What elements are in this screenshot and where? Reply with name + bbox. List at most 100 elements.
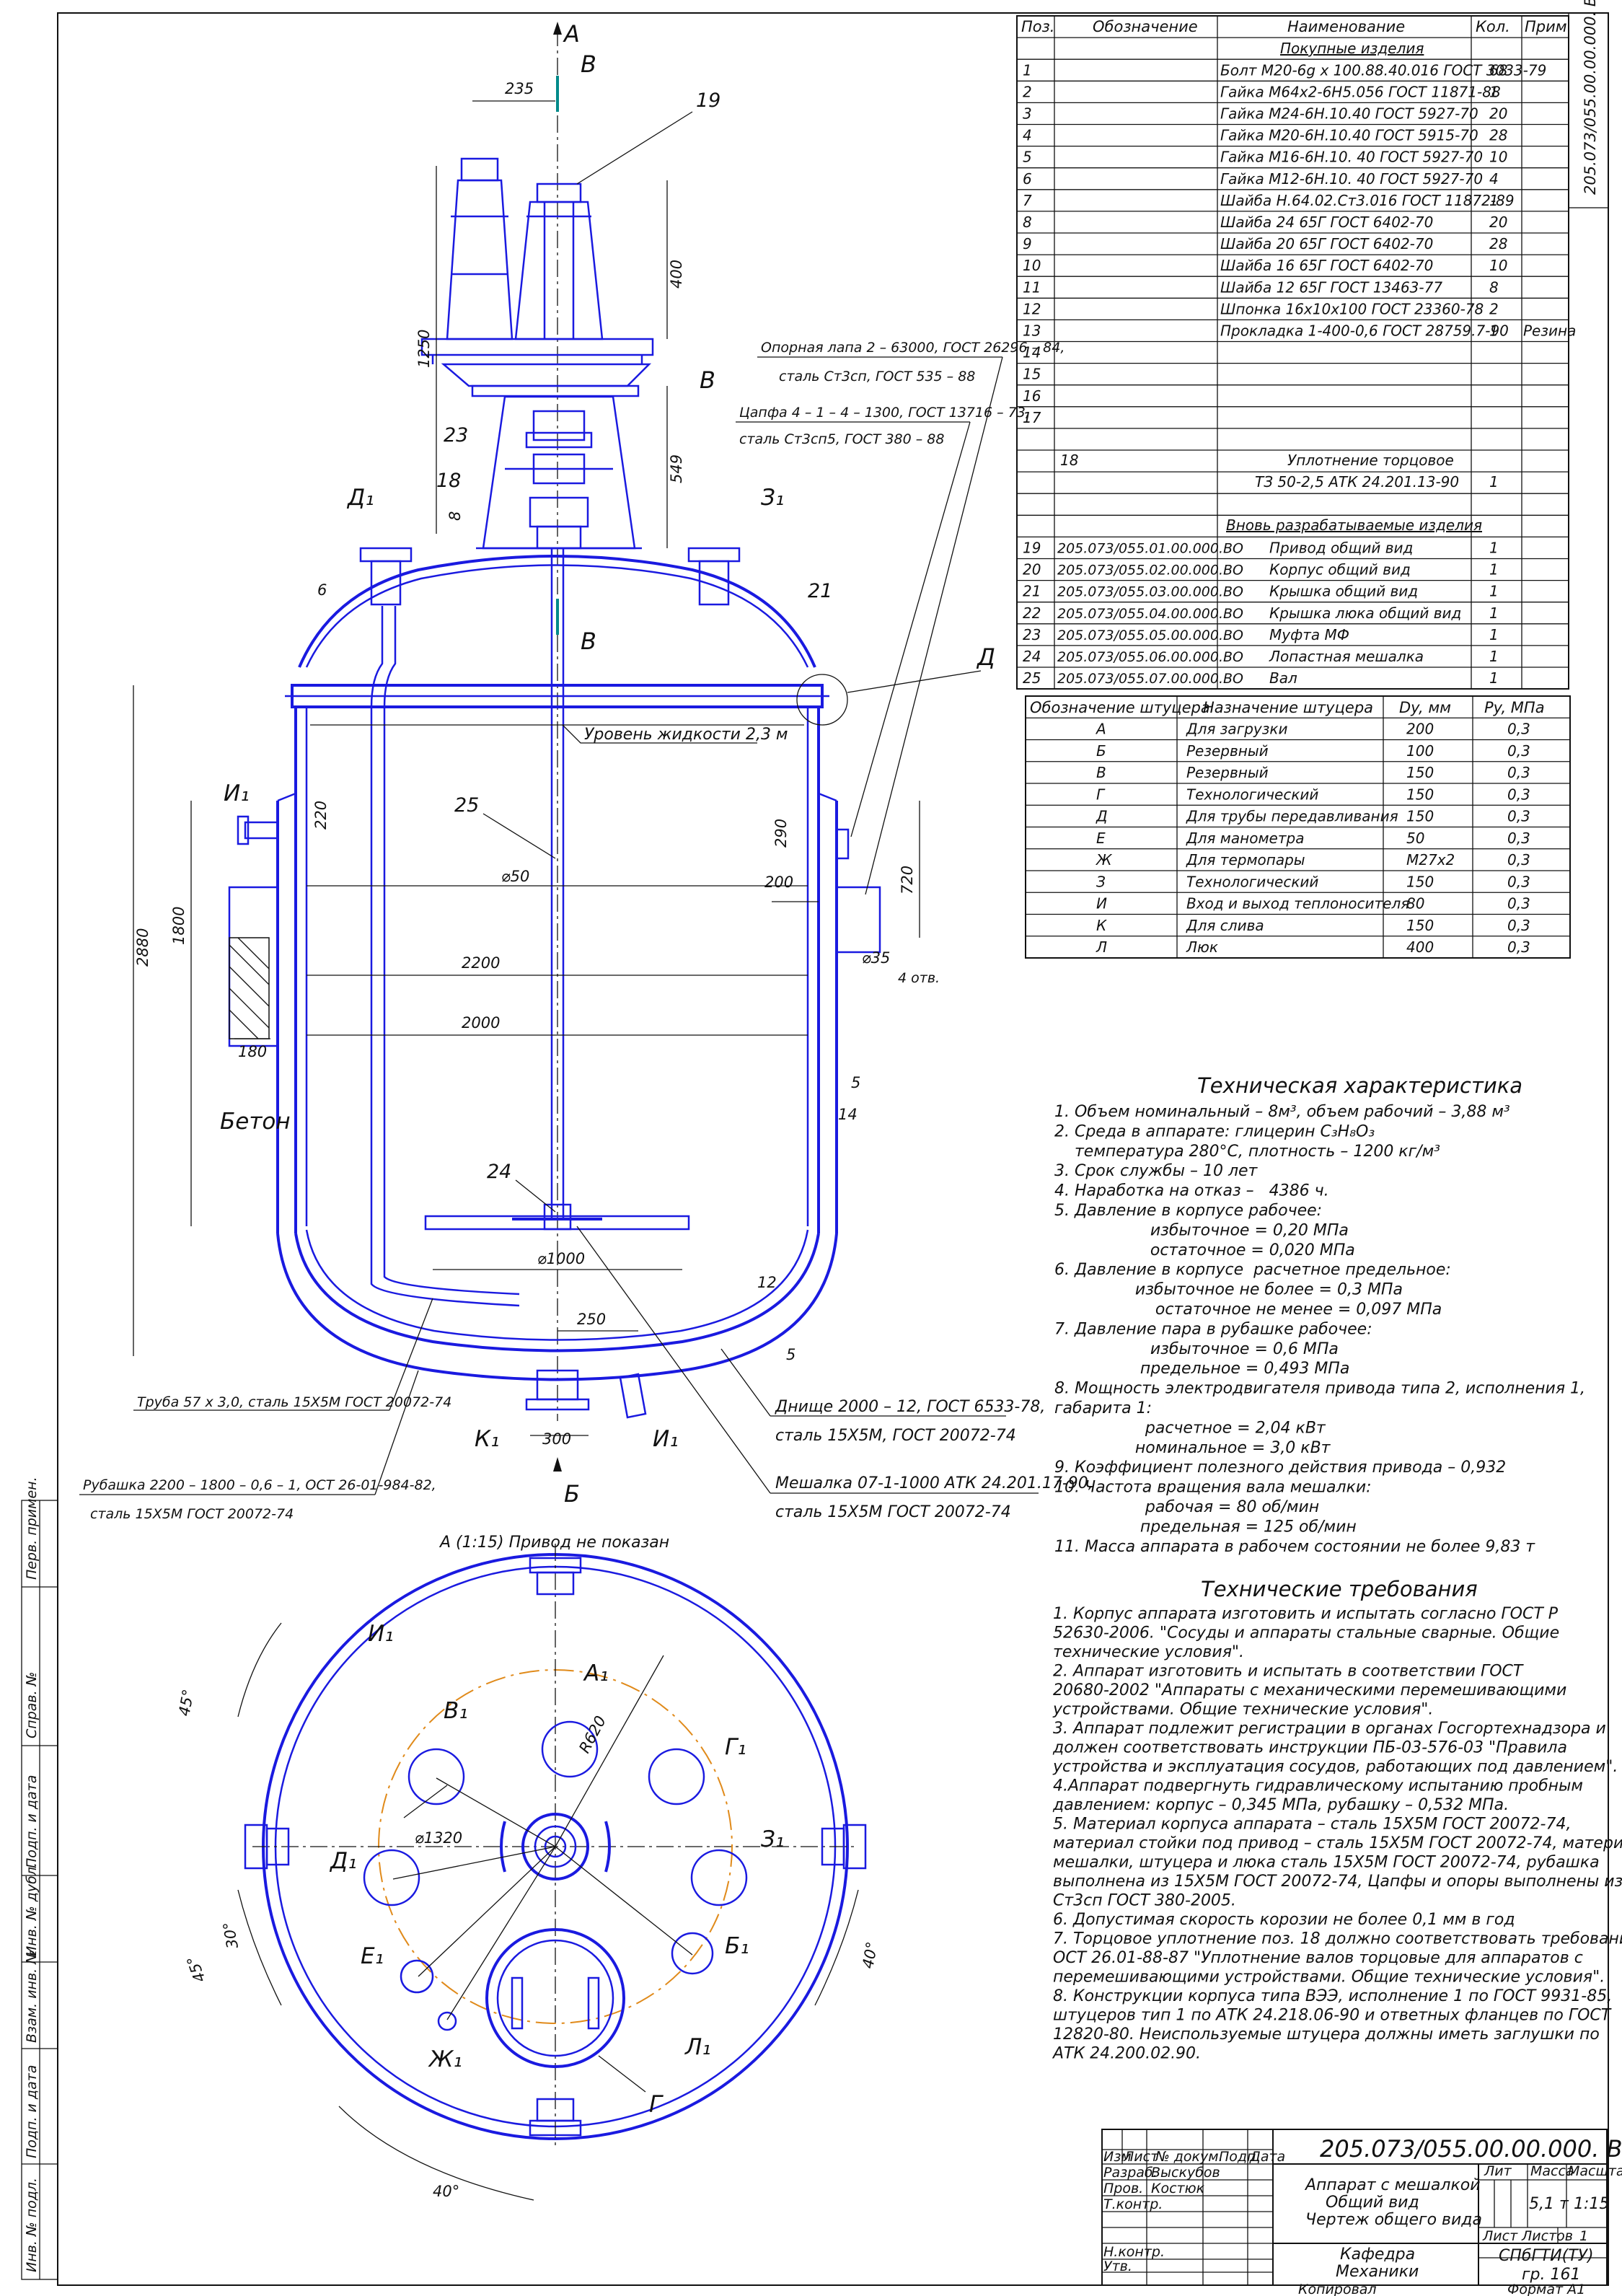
drawing-label: ⌀1000 bbox=[537, 1250, 585, 1267]
nozzle-dy: М27х2 bbox=[1406, 851, 1455, 868]
drawing-label: ⌀1320 bbox=[415, 1829, 462, 1847]
drawing-label: Мешалка 07-1-1000 АТК 24.201.17-90, bbox=[775, 1474, 1093, 1492]
tech-req-line: 3. Аппарат подлежит регистрации в органа… bbox=[1053, 1720, 1606, 1738]
tech-char-line: остаточное = 0,020 МПа bbox=[1054, 1241, 1355, 1259]
spec-row-pos: 2 bbox=[1023, 83, 1032, 100]
drawing-label: Обозначение bbox=[1093, 18, 1198, 35]
tech-req-line: устройствами. Общие технические условия"… bbox=[1052, 1701, 1433, 1719]
drawing-label: ТЗ 50-2,5 АТК 24.201.13-90 bbox=[1255, 473, 1459, 491]
drawing-label: 1800 bbox=[170, 907, 188, 945]
spec-row-name: Шайба 24 65Г ГОСТ 6402-70 bbox=[1220, 214, 1433, 231]
drawing-label: 14 bbox=[838, 1106, 858, 1123]
drawing-label: Пров. bbox=[1103, 2181, 1143, 2196]
spec-new-pos: 24 bbox=[1023, 648, 1041, 665]
tech-char-line: избыточное не более = 0,3 МПа bbox=[1054, 1281, 1403, 1299]
drawing-label: Е₁ bbox=[361, 1943, 384, 1969]
drawing-label: Д bbox=[976, 643, 995, 671]
spec-new-name: Лопастная мешалка bbox=[1269, 648, 1424, 665]
nozzle-code: Б bbox=[1096, 742, 1106, 760]
spec-row-pos: 10 bbox=[1023, 257, 1041, 274]
drawing-label: Взам. инв. № bbox=[24, 1950, 40, 2043]
top-view-caption: А (1:15) Привод не показан bbox=[438, 1534, 669, 1552]
spec-new-code: 205.073/055.06.00.000.ВО bbox=[1057, 649, 1243, 665]
drawing-label: И₁ bbox=[224, 780, 250, 806]
drawing-label: 2000 bbox=[462, 1014, 500, 1032]
spec-new-pos: 21 bbox=[1023, 583, 1041, 600]
spec-new-qty: 1 bbox=[1489, 669, 1499, 687]
tech-req-line: должен соответствовать инструкции ПБ-03-… bbox=[1052, 1739, 1567, 1757]
spec-row-qty: 10 bbox=[1489, 149, 1507, 166]
spec-row-qty: 1 bbox=[1489, 322, 1499, 340]
drawing-label: Труба 57 х 3,0, сталь 15Х5М ГОСТ 20072-7… bbox=[137, 1394, 451, 1410]
drawing-label: 220 bbox=[312, 801, 330, 830]
drawing-label: Формат А1 bbox=[1507, 2282, 1585, 2296]
drawing-label: СПбГТИ(ТУ) bbox=[1499, 2247, 1594, 2265]
spec-row-pos: 1 bbox=[1023, 61, 1032, 79]
tech-char-line: предельное = 0,493 МПа bbox=[1054, 1360, 1349, 1378]
drawing-label: 200 bbox=[764, 874, 793, 891]
tech-req-line: 5. Материал корпуса аппарата – сталь 15Х… bbox=[1053, 1816, 1571, 1834]
spec-row-pos: 14 bbox=[1023, 344, 1041, 361]
drawing-label: Назначение штуцера bbox=[1203, 699, 1373, 716]
spec-row-qty: 20 bbox=[1489, 105, 1507, 123]
nozzle-py: 0,3 bbox=[1507, 851, 1530, 868]
drawing-label: 12 bbox=[757, 1274, 777, 1291]
section-new: Вновь разрабатываемые изделия bbox=[1226, 516, 1482, 534]
drawing-label: 19 bbox=[696, 89, 720, 112]
drawing-label: 1250 bbox=[415, 330, 433, 368]
drawing-label: 720 bbox=[899, 866, 916, 894]
nozzle-py: 0,3 bbox=[1507, 764, 1530, 781]
drawing-label: Наименование bbox=[1287, 18, 1405, 35]
nozzle-py: 0,3 bbox=[1507, 938, 1530, 956]
drawing-label: Масштаб bbox=[1568, 2163, 1622, 2179]
section-purchased: Покупные изделия bbox=[1280, 40, 1424, 57]
spec-row-pos: 13 bbox=[1023, 322, 1041, 340]
drawing-label: 18 bbox=[1060, 452, 1078, 469]
drawing-label: Справ. № bbox=[24, 1672, 40, 1738]
tech-req-line: Ст3сп ГОСТ 380-2005. bbox=[1053, 1892, 1236, 1910]
drawing-label: В bbox=[581, 50, 596, 78]
nozzle-code: Л bbox=[1096, 938, 1107, 956]
nozzle-py: 0,3 bbox=[1507, 742, 1530, 760]
tech-req-line: 4.Аппарат подвергнуть гидравлическому ис… bbox=[1053, 1777, 1583, 1795]
drawing-label: З₁ bbox=[761, 1826, 784, 1852]
drawing-label: 40° bbox=[433, 2183, 459, 2200]
spec-row-name: Болт М20-6g x 100.88.40.016 ГОСТ 3033-79 bbox=[1220, 61, 1546, 79]
spec-row-qty: 68 bbox=[1489, 61, 1507, 79]
drawing-label: Кафедра bbox=[1340, 2246, 1415, 2264]
spec-row-pos: 17 bbox=[1023, 409, 1041, 426]
nozzle-dy: 50 bbox=[1406, 830, 1424, 847]
spec-new-qty: 1 bbox=[1489, 583, 1499, 600]
spec-row-name: Гайка М64х2-6Н5.056 ГОСТ 11871-88 bbox=[1220, 83, 1501, 100]
drawing-label: 400 bbox=[668, 260, 685, 289]
tech-req-line: 20680-2002 "Аппараты с механическими пер… bbox=[1053, 1681, 1566, 1699]
drawing-label: Костюк bbox=[1151, 2181, 1205, 2196]
drawing-label: Дата bbox=[1249, 2149, 1285, 2165]
nozzle-purpose: Для трубы передавливания bbox=[1186, 808, 1398, 825]
nozzle-purpose: Резервный bbox=[1186, 764, 1269, 781]
drawing-label: 180 bbox=[238, 1043, 267, 1060]
spec-row-name: Шайба 12 65Г ГОСТ 13463-77 bbox=[1220, 278, 1442, 296]
nozzle-py: 0,3 bbox=[1507, 786, 1530, 803]
spec-new-pos: 22 bbox=[1023, 604, 1041, 622]
spec-new-pos: 19 bbox=[1023, 540, 1041, 557]
tech-char-line: 5. Давление в корпусе рабочее: bbox=[1054, 1202, 1322, 1220]
drawing-label: сталь 15Х5М ГОСТ 20072-74 bbox=[775, 1503, 1011, 1521]
spec-row-qty: 2 bbox=[1489, 300, 1499, 317]
tech-char-line: 9. Коэффициент полезного действия привод… bbox=[1054, 1459, 1506, 1477]
tech-char-line: 6. Давление в корпусе расчетное предельн… bbox=[1054, 1261, 1451, 1279]
tech-char-line: расчетное = 2,04 кВт bbox=[1054, 1419, 1326, 1437]
spec-row-qty: 28 bbox=[1489, 235, 1507, 252]
drawing-label: 24 bbox=[487, 1161, 511, 1183]
drawing-label: Н.контр. bbox=[1103, 2244, 1165, 2260]
tech-char-line: номинальное = 3,0 кВт bbox=[1054, 1439, 1331, 1457]
drawing-label: А bbox=[563, 20, 580, 48]
spec-new-pos: 25 bbox=[1023, 669, 1041, 687]
drawing-label: 5,1 т bbox=[1529, 2195, 1569, 2213]
side-code: 205.073/055.00.00.000. ВО bbox=[1582, 0, 1599, 195]
drawing-label: И₁ bbox=[368, 1621, 394, 1647]
drawing-label: К₁ bbox=[475, 1426, 499, 1452]
drawing-label: Л₁ bbox=[684, 2034, 711, 2060]
drawing-label: ⌀35 bbox=[862, 949, 890, 967]
drawing-label: Утв. bbox=[1103, 2258, 1132, 2274]
